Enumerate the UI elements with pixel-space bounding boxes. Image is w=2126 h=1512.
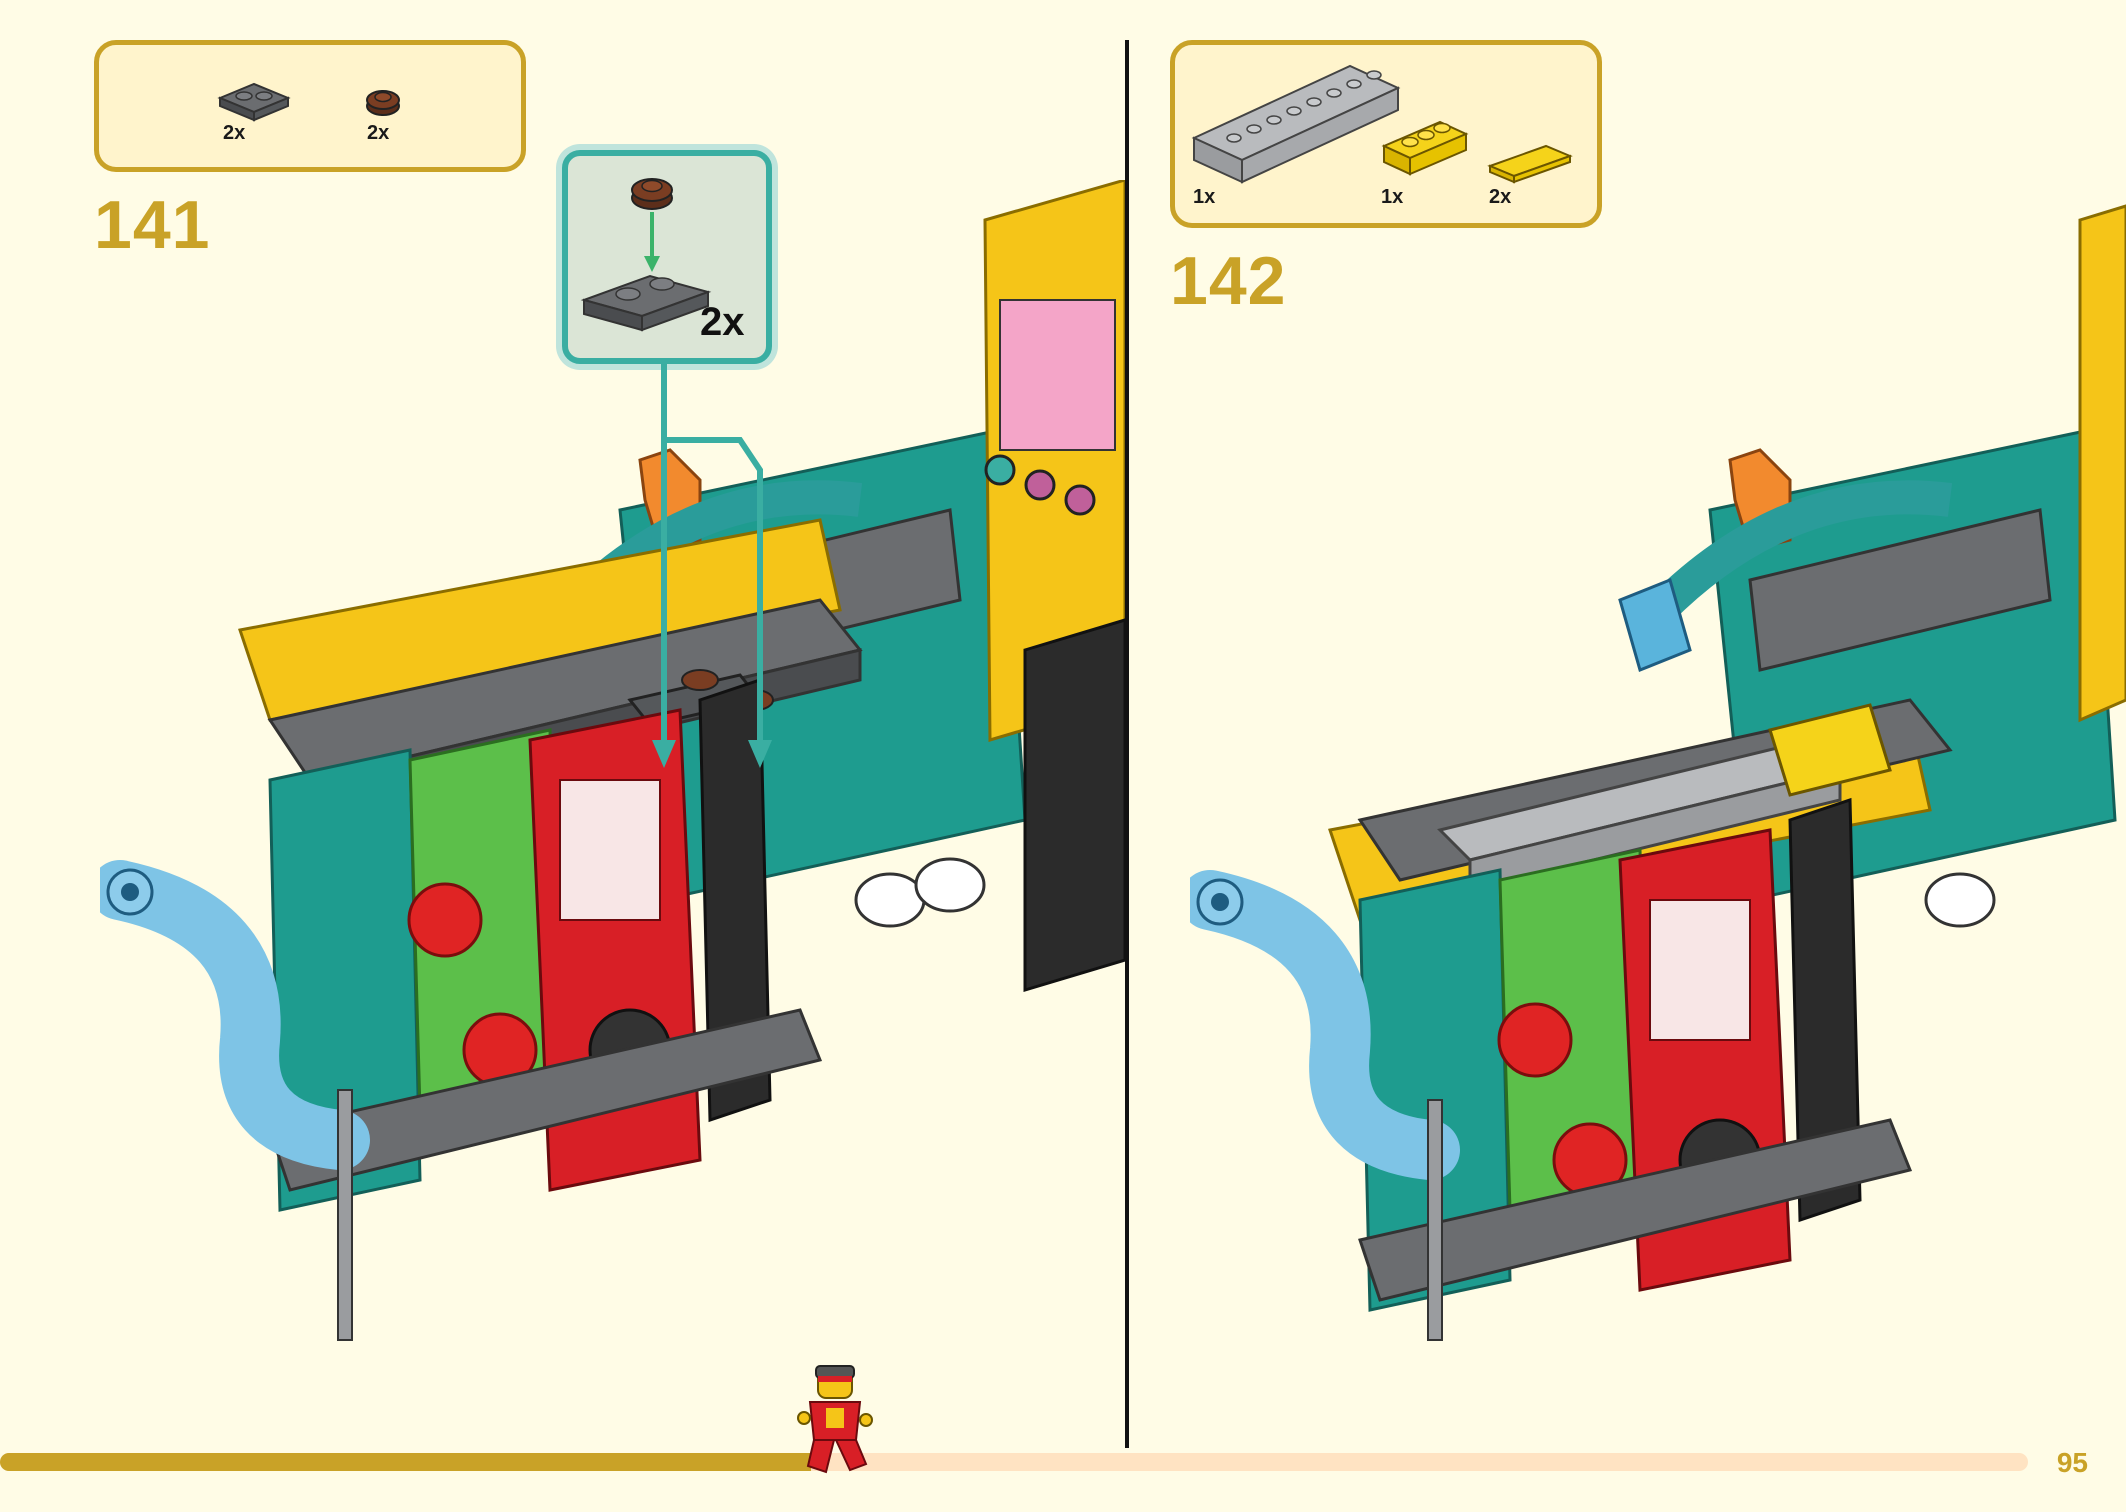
yellow-brick-1x3-icon (1381, 120, 1469, 176)
page-divider (1125, 40, 1129, 1448)
step-141-model (100, 180, 1125, 1341)
part-qty: 2x (223, 122, 246, 144)
step-141-parts-box (94, 40, 526, 172)
part-qty: 1x (1193, 186, 1216, 208)
progress-bar (0, 1453, 2028, 1471)
light-gray-brick-1x8-icon (1191, 64, 1401, 184)
subassembly-diagram (580, 178, 712, 332)
part-qty: 1x (1381, 186, 1404, 208)
brown-round-plate-icon (366, 90, 400, 116)
progress-fill (0, 1453, 812, 1471)
step-142-number: 142 (1170, 243, 1287, 319)
subassembly-qty: 2x (700, 300, 745, 344)
yellow-tile-1x3-icon (1487, 144, 1573, 184)
step-141-number: 141 (94, 187, 211, 263)
part-qty: 2x (1489, 186, 1512, 208)
minifigure-icon (797, 1365, 873, 1474)
part-qty: 2x (367, 122, 390, 144)
page-number: 95 (2056, 1447, 2088, 1478)
step-142-model (1190, 204, 2126, 1341)
callout-arrows (652, 360, 772, 768)
dark-gray-plate-1x2-icon (217, 82, 291, 122)
